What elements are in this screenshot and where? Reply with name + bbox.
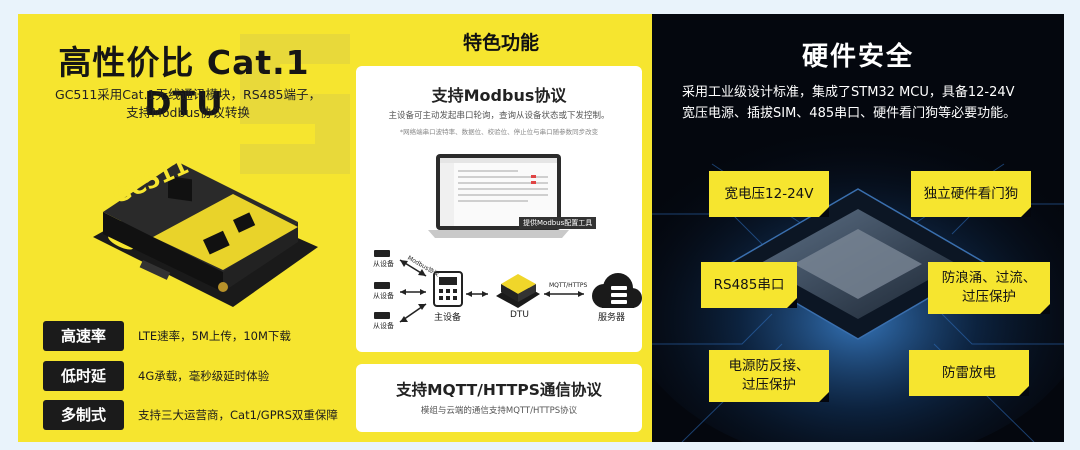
features-heading: 特色功能 bbox=[462, 32, 539, 54]
feature-box: 独立硬件看门狗 bbox=[911, 171, 1031, 217]
feature-tag: 多制式 bbox=[43, 400, 124, 430]
hardware-panel: 硬件安全 采用工业级设计标准，集成了STM32 MCU，具备12-24V 宽压电… bbox=[652, 14, 1064, 442]
modbus-desc: 主设备可主动发起串口轮询，查询从设备状态或下发控制。 bbox=[388, 111, 610, 121]
feature-box: 防浪涌、过流、 过压保护 bbox=[928, 262, 1050, 314]
poster: 高性价比 Cat.1 DTU GC511采用Cat.1无线通讯模块，RS485端… bbox=[18, 14, 1064, 442]
mqtt-desc: 模组与云端的通信支持MQTT/HTTPS协议 bbox=[420, 406, 578, 416]
modbus-card: 支持Modbus协议 主设备可主动发起串口轮询，查询从设备状态或下发控制。 *网… bbox=[356, 66, 642, 352]
feature-tag: 低时延 bbox=[43, 361, 124, 391]
slave-label: 从设备 bbox=[373, 322, 394, 330]
slave-label: 从设备 bbox=[373, 260, 394, 268]
hardware-heading: 硬件安全 bbox=[801, 42, 914, 72]
dtu-device-image: GC511 bbox=[93, 154, 318, 307]
modbus-title: 支持Modbus协议 bbox=[431, 86, 567, 105]
feature-text: 支持三大运营商，Cat1/GPRS双重保障 bbox=[138, 408, 338, 422]
slave-label: 从设备 bbox=[373, 292, 394, 300]
server-label: 服务器 bbox=[598, 313, 626, 323]
product-panel: 高性价比 Cat.1 DTU GC511采用Cat.1无线通讯模块，RS485端… bbox=[18, 14, 350, 442]
feature-box: 电源防反接、 过压保护 bbox=[709, 350, 829, 402]
hardware-desc: 采用工业级设计标准，集成了STM32 MCU，具备12-24V 宽压电源、插拔S… bbox=[682, 85, 1017, 121]
master-device-icon bbox=[433, 271, 463, 307]
feature-text: 4G承载，毫秒级延时体验 bbox=[138, 369, 270, 383]
product-title: 高性价比 Cat.1 DTU bbox=[58, 43, 310, 123]
feature-box: RS485串口 bbox=[701, 262, 797, 308]
feature-box: 宽电压12-24V bbox=[709, 171, 829, 217]
feature-box: 防雷放电 bbox=[909, 350, 1029, 396]
dtu-small-icon bbox=[496, 274, 540, 308]
modbus-tool-label: 提供Modbus配置工具 bbox=[519, 217, 597, 229]
laptop-icon bbox=[428, 154, 569, 238]
mqtt-title: 支持MQTT/HTTPS通信协议 bbox=[396, 381, 602, 399]
modbus-note: *网络端串口波特率、数据位、校验位、停止位与串口随参数同步改变 bbox=[399, 128, 599, 136]
mqtt-card: 支持MQTT/HTTPS通信协议 模组与云端的通信支持MQTT/HTTPS协议 bbox=[356, 364, 642, 432]
mqtt-protocol-label: MQTT/HTTPS bbox=[549, 282, 588, 289]
feature-text: LTE速率，5M上传，10M下载 bbox=[138, 329, 291, 343]
watermark-logo-icon bbox=[240, 34, 350, 174]
features-panel: 特色功能 支持Modbus协议 主设备可主动发起串口轮询，查询从设备状态或下发控… bbox=[350, 14, 652, 442]
feature-tag: 高速率 bbox=[43, 321, 124, 351]
modbus-diagram bbox=[374, 154, 642, 323]
dtu-label: DTU bbox=[510, 310, 530, 320]
master-label: 主设备 bbox=[434, 313, 462, 323]
product-subtitle: GC511采用Cat.1无线通讯模块，RS485端子， 支持Modbus协议转换 bbox=[55, 87, 321, 120]
slave-device-icon bbox=[374, 250, 390, 319]
cloud-server-icon bbox=[592, 273, 642, 308]
